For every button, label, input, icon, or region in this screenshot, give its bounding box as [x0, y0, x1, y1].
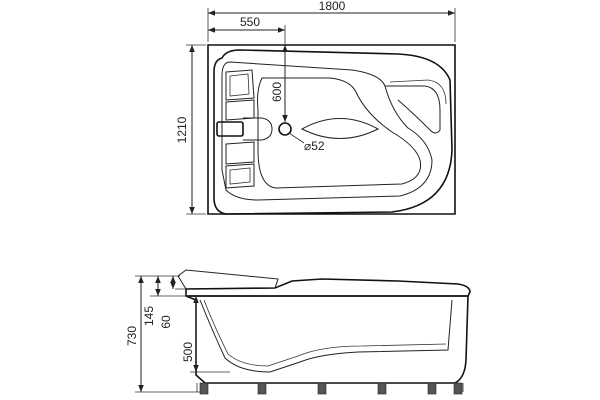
top-view-seat-inner [389, 79, 447, 105]
dim-basin-depth: 500 [181, 342, 195, 362]
top-view-seat [385, 85, 441, 134]
dim-overall-length: 1800 [319, 0, 346, 13]
side-basin-inner [203, 299, 447, 367]
drain-hole [278, 122, 292, 136]
dim-total-height: 730 [125, 326, 139, 346]
dim-drain-diameter: ⌀52 [304, 139, 325, 153]
top-view: 1800 550 600 ⌀52 1210 [175, 0, 456, 215]
side-basin-profile [199, 299, 453, 373]
side-legs [199, 382, 463, 395]
headrest-cushions [225, 69, 255, 189]
dim-drain-depth: 600 [270, 82, 284, 102]
side-rim-top [185, 278, 471, 297]
top-view-outer-outline [207, 44, 456, 215]
overflow-unit [216, 121, 244, 137]
top-view-basin-floor [257, 77, 422, 189]
side-headrest [177, 269, 279, 290]
top-view-rim [213, 49, 453, 215]
hydro-eye [300, 118, 380, 139]
dim-rim-offset: 60 [159, 315, 173, 329]
dim-rim-height: 145 [142, 306, 156, 326]
side-view: 730 145 60 500 [125, 269, 471, 395]
dim-overall-width: 1210 [175, 116, 189, 143]
dim-drain-offset: 550 [240, 15, 260, 29]
overflow-cover [243, 117, 273, 141]
drain-leader [288, 132, 305, 144]
top-view-inner-basin [221, 61, 433, 201]
side-body-outline [185, 295, 469, 384]
